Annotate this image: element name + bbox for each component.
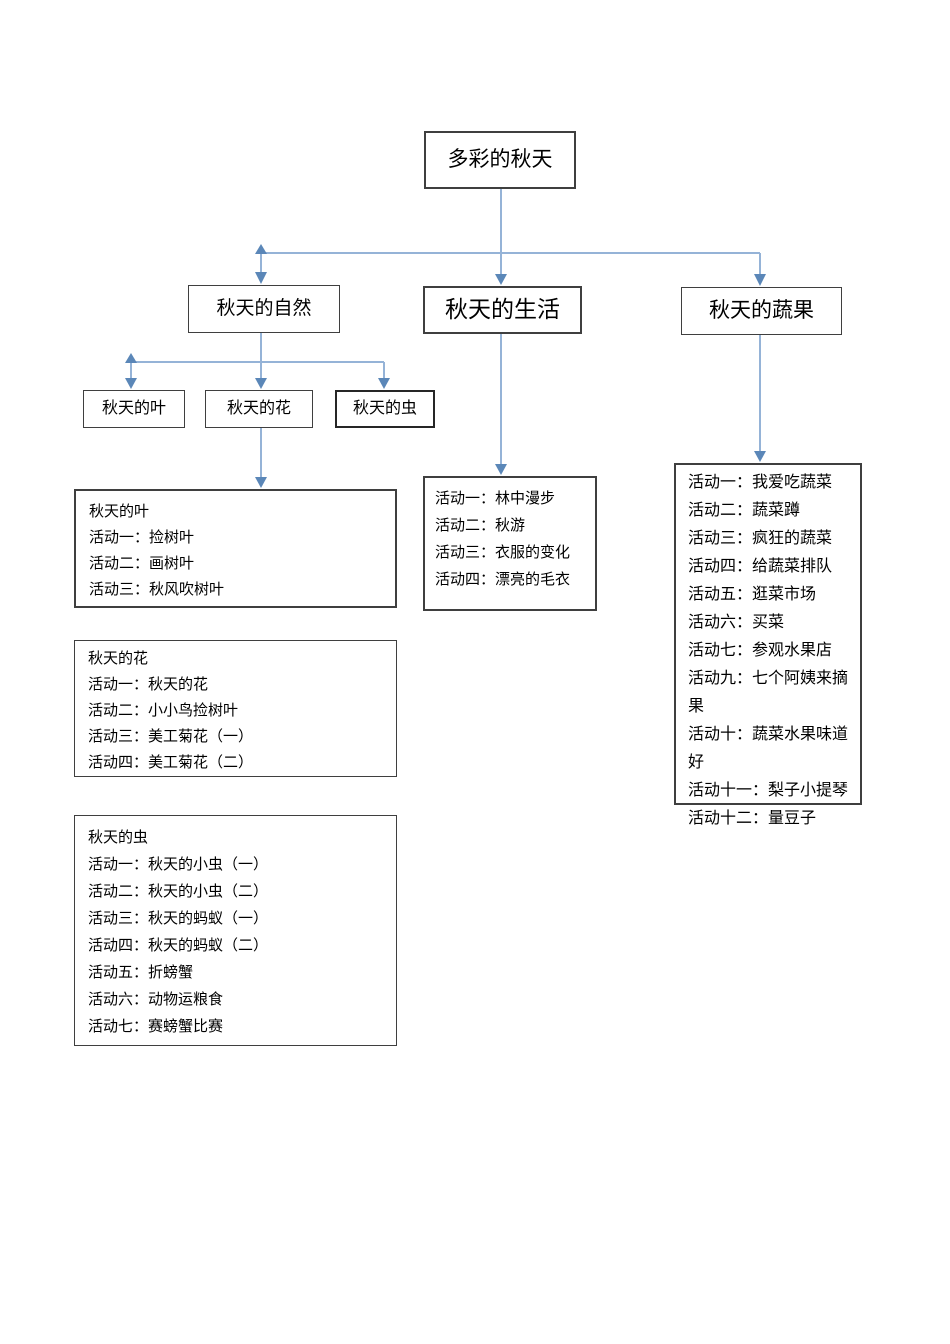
- detail-line: 活动二：秋游: [435, 517, 526, 534]
- detail-line: 活动七：赛螃蟹比赛: [88, 1018, 224, 1035]
- node-life[interactable]: 秋天的生活: [423, 286, 582, 334]
- detail-line: 活动二：小小鸟捡树叶: [88, 702, 239, 719]
- detail-line: 活动十：蔬菜水果味道好: [688, 726, 849, 771]
- detail-line: 活动五：折螃蟹: [88, 964, 194, 981]
- arrowhead-life-detail: [495, 464, 507, 475]
- detail-line: 活动二：画树叶: [89, 555, 195, 572]
- detail-line: 活动四：给蔬菜排队: [688, 558, 833, 575]
- detail-line: 活动六：买菜: [688, 614, 785, 631]
- detail-line: 活动三：疯狂的蔬菜: [688, 530, 833, 547]
- detail-line: 活动三：秋风吹树叶: [89, 581, 225, 598]
- node-insect[interactable]: 秋天的虫: [335, 390, 435, 428]
- detail-line: 活动九：七个阿姨来摘果: [688, 670, 849, 715]
- detail-line: 活动六：动物运粮食: [88, 991, 224, 1008]
- detail-line: 活动四：秋天的蚂蚁（二）: [88, 937, 269, 954]
- arrowhead-flower: [255, 378, 267, 389]
- arrowhead-veg: [754, 274, 766, 286]
- detail-line: 活动五：逛菜市场: [688, 586, 817, 603]
- arrowhead-leaf-detail: [255, 477, 267, 488]
- detail-line: 活动四：美工菊花（二）: [88, 754, 254, 771]
- detail-box-veg[interactable]: 活动一：我爱吃蔬菜 活动二：蔬菜蹲 活动三：疯狂的蔬菜 活动四：给蔬菜排队 活动…: [674, 463, 862, 827]
- detail-line: 活动三：秋天的蚂蚁（一）: [88, 910, 269, 927]
- arrowhead-nature: [255, 272, 267, 284]
- detail-box-insect[interactable]: 秋天的虫 活动一：秋天的小虫（一） 活动二：秋天的小虫（二） 活动三：秋天的蚂蚁…: [74, 815, 397, 1046]
- arrowhead-bus-left-up: [255, 244, 267, 254]
- detail-title: 秋天的叶: [89, 503, 150, 520]
- arrowhead-leaf: [125, 378, 137, 389]
- detail-line: 活动四：漂亮的毛衣: [435, 571, 571, 588]
- detail-box-flower[interactable]: 秋天的花 活动一：秋天的花 活动二：小小鸟捡树叶 活动三：美工菊花（一） 活动四…: [74, 640, 397, 777]
- detail-line: 活动一：秋天的小虫（一）: [88, 856, 269, 873]
- detail-line: 活动七：参观水果店: [688, 642, 833, 659]
- detail-line: 活动二：蔬菜蹲: [688, 502, 801, 519]
- detail-box-leaf[interactable]: 秋天的叶 活动一：捡树叶 活动二：画树叶 活动三：秋风吹树叶: [74, 489, 397, 608]
- detail-line: 活动十一：梨子小提琴: [688, 782, 849, 799]
- node-root[interactable]: 多彩的秋天: [424, 131, 576, 189]
- detail-line: 活动十二：量豆子: [688, 810, 817, 827]
- detail-line: 活动一：捡树叶: [89, 529, 195, 546]
- detail-line: 活动一：林中漫步: [435, 490, 556, 507]
- node-veg[interactable]: 秋天的蔬果: [681, 287, 842, 335]
- detail-line: 活动三：美工菊花（一）: [88, 728, 254, 745]
- detail-line: 活动一：秋天的花: [88, 676, 209, 693]
- node-flower[interactable]: 秋天的花: [205, 390, 313, 428]
- detail-title: 秋天的虫: [88, 829, 149, 846]
- node-nature[interactable]: 秋天的自然: [188, 285, 340, 333]
- detail-line: 活动二：秋天的小虫（二）: [88, 883, 269, 900]
- node-leaf[interactable]: 秋天的叶: [83, 390, 185, 428]
- arrowhead-bus3-left-up: [125, 353, 137, 363]
- arrowhead-veg-detail: [754, 451, 766, 462]
- detail-title: 秋天的花: [88, 650, 149, 667]
- detail-line: 活动一：我爱吃蔬菜: [688, 474, 833, 491]
- arrowhead-life: [495, 274, 507, 285]
- arrowhead-insect: [378, 378, 390, 389]
- detail-box-life[interactable]: 活动一：林中漫步 活动二：秋游 活动三：衣服的变化 活动四：漂亮的毛衣: [423, 476, 597, 611]
- detail-line: 活动三：衣服的变化: [435, 544, 571, 561]
